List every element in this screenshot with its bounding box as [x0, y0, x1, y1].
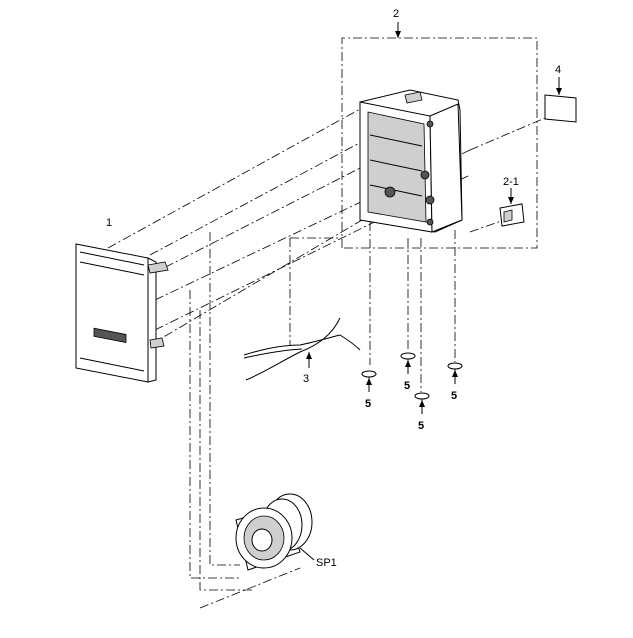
- callout-pad: 4: [555, 64, 561, 76]
- foot-part-4: [414, 392, 430, 414]
- logo-badge: [93, 327, 127, 343]
- bracket-part: [499, 188, 525, 227]
- speaker-driver-part: [235, 493, 315, 571]
- front-cover-part: [75, 243, 169, 383]
- callout-labels: 2 4 2-1 1 3 5 5 5 5 SP1: [106, 8, 561, 569]
- wire-part: [243, 317, 361, 381]
- callout-wire: 3: [303, 373, 309, 385]
- foot-part-1: [361, 370, 377, 392]
- guide-lines: [107, 107, 546, 609]
- cabinet-group-boundary: [341, 22, 538, 249]
- callout-sub-part: 2-1: [503, 176, 519, 188]
- foot-part-2: [400, 352, 416, 374]
- pad-part: [544, 77, 577, 123]
- cabinet-part: [359, 89, 463, 233]
- callout-front-cover: 1: [106, 217, 112, 229]
- callout-foot-3: 5: [451, 390, 457, 402]
- callout-foot-1: 5: [365, 398, 371, 410]
- callout-speaker: SP1: [316, 557, 337, 569]
- foot-part-3: [447, 362, 463, 384]
- callout-foot-2: 5: [404, 380, 410, 392]
- callout-foot-4: 5: [418, 420, 424, 432]
- callout-cabinet: 2: [393, 8, 399, 20]
